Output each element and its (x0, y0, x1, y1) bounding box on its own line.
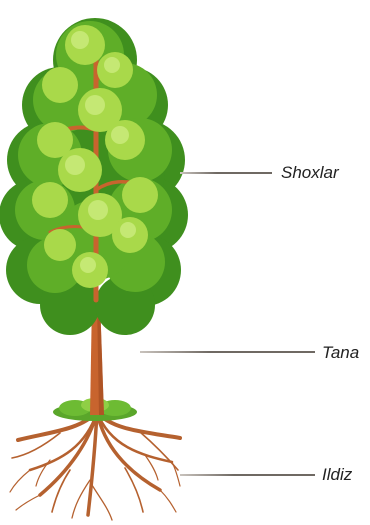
branches-pointer-line (180, 172, 272, 174)
root-label: Ildiz (322, 466, 352, 483)
root-pointer-line (180, 474, 315, 476)
trunk-pointer-line (140, 351, 315, 353)
canopy (0, 18, 188, 335)
trunk-label: Tana (322, 344, 359, 361)
roots (10, 412, 180, 520)
branches-label: Shoxlar (281, 164, 339, 181)
